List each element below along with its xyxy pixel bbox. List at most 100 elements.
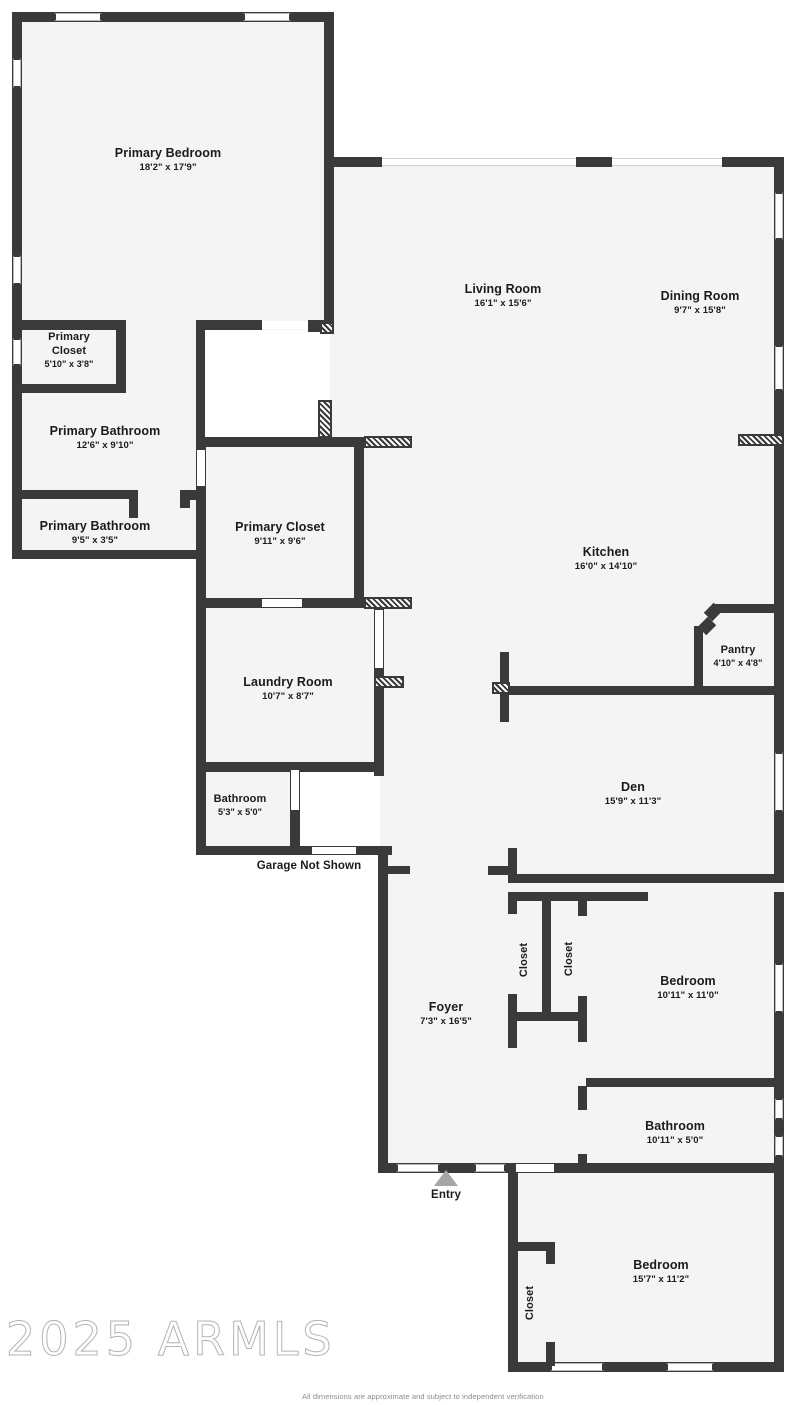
wall-great-left-upper (330, 157, 340, 165)
window-bathroom2-right-2 (775, 1135, 783, 1157)
wall-pbed-left (12, 12, 22, 330)
floor-bathroom-hall (196, 768, 300, 854)
wall-pbed-right (324, 12, 334, 330)
wall-laundry-bottom (196, 762, 384, 772)
door-laundry-right (375, 610, 383, 668)
wall-closetc-right (546, 1242, 555, 1264)
wall-kitchen-peninsula-horz (500, 686, 784, 695)
wall-pbed-bottom-left (12, 320, 126, 330)
window-dining-right-1 (775, 192, 783, 240)
door-bathroom2 (579, 1110, 586, 1154)
watermark: 2025 ARMLS (6, 1312, 336, 1367)
entry-label: Entry (396, 1188, 496, 1203)
wall-pbath1-jog (129, 490, 138, 518)
wall-bedroom2-left (578, 1020, 587, 1042)
window-bedroom3-bottom-2 (666, 1363, 714, 1371)
cased-opening-pcloset2-upper-right (364, 436, 412, 448)
wall-den-bottom (508, 874, 784, 883)
wall-bathroom2-right (774, 1078, 784, 1174)
door-pcloset2-bottom (262, 599, 302, 607)
window-bathroom2-right-1 (775, 1098, 783, 1120)
door-bedroom2-hall (579, 1042, 586, 1088)
wall-closets-bottom-stub (508, 1020, 517, 1048)
cased-opening-kitchen-peninsula (492, 682, 510, 694)
door-pbed-to-hall (262, 321, 308, 329)
wall-pcloset2-left (196, 437, 206, 608)
wall-pbath2-stub (180, 490, 190, 508)
floor-bedroom-3 (508, 1172, 784, 1372)
door-closet-b (579, 916, 586, 996)
wall-bedroom3-left (508, 1172, 518, 1372)
entry-arrow-icon (434, 1170, 458, 1186)
wall-pbath1-left (12, 384, 22, 498)
wall-bathroom2-left (578, 1086, 587, 1110)
cased-opening-dining-right (738, 434, 784, 446)
door-bathroom2-bottom (516, 1164, 554, 1172)
window-dining-right-2 (775, 345, 783, 391)
floor-primary-bedroom (12, 12, 334, 330)
wall-great-top-right (722, 157, 784, 167)
door-closet-a (509, 914, 516, 994)
wall-laundry-left (196, 604, 206, 772)
wall-closetc-top (508, 1242, 554, 1251)
disclaimer-text: All dimensions are approximate and subje… (302, 1392, 544, 1401)
wall-pantry-top (712, 604, 784, 613)
wall-bathhall-bottom (196, 846, 392, 855)
cased-opening-pbed-corner (320, 322, 334, 334)
wall-foyer-left-tee (388, 866, 410, 874)
wall-closet-divider (542, 892, 551, 1020)
door-bathhall-bottom (312, 847, 356, 854)
wall-closets-bottom (508, 1012, 587, 1021)
window-pcloset1-left (13, 338, 21, 366)
floor-primary-bath-2 (12, 490, 202, 558)
wall-hall-vertical (196, 320, 205, 438)
wall-bathhall-right (290, 768, 300, 854)
window-bedroom3-bottom-1 (550, 1363, 604, 1371)
wall-pbed-bottom-mid (196, 320, 262, 330)
floor-den (380, 690, 784, 880)
window-pbed-top-2 (243, 13, 291, 21)
window-den-right (775, 752, 783, 812)
window-bedroom2-right (775, 963, 783, 1013)
wall-hall-top-stub (190, 490, 204, 500)
window-pbed-left-2 (13, 255, 21, 285)
cased-opening-laundry-right (374, 676, 404, 688)
wall-pbath2-left (12, 498, 22, 558)
garage-note: Garage Not Shown (226, 859, 392, 874)
window-pbed-left-1 (13, 58, 21, 88)
window-foyer-entry-1 (396, 1164, 440, 1172)
wall-great-top-left-stub (330, 157, 382, 167)
wall-closet-b-right-lower (578, 996, 587, 1020)
wall-pcloset1-right (116, 322, 126, 392)
wall-pantry-left (694, 626, 703, 688)
wall-pcloset2-top (196, 437, 364, 447)
wall-great-top-mid (576, 157, 612, 167)
wall-pcloset1-bottom (12, 384, 126, 393)
wall-laundry-right-lower (374, 688, 384, 774)
garage-note-text: Garage Not Shown (256, 860, 362, 872)
wall-pbed-top (12, 12, 334, 22)
door-bathhall-right (291, 770, 299, 810)
wall-bedroom3-right (774, 1172, 784, 1372)
wall-den-left-tee (488, 866, 512, 875)
wall-bedroom3-bottom (508, 1362, 784, 1372)
entry-label-text: Entry (431, 1189, 461, 1201)
wall-foyer-left (378, 850, 388, 1172)
wall-den-left-stub (508, 848, 517, 882)
cased-opening-pcloset2-lower-right (364, 597, 412, 609)
wall-pbath1-bottom (12, 490, 138, 499)
cased-opening-vertical-hall (318, 400, 332, 438)
wall-foyer-bottom (378, 1163, 512, 1173)
wall-closet-b-right (578, 892, 587, 916)
wall-closetc-right-lower (546, 1342, 555, 1366)
wall-great-right (774, 157, 784, 700)
wall-pcloset2-right (354, 437, 364, 608)
wall-bathhall-left (196, 768, 206, 854)
wall-bedroom2-bottom (586, 1078, 784, 1087)
floor-primary-bath-1 (12, 330, 202, 498)
door-closetc (547, 1264, 554, 1342)
wall-bathroom2-bottom (508, 1163, 784, 1173)
window-pbed-top-1 (54, 13, 102, 21)
slider-dining-room (612, 158, 722, 166)
